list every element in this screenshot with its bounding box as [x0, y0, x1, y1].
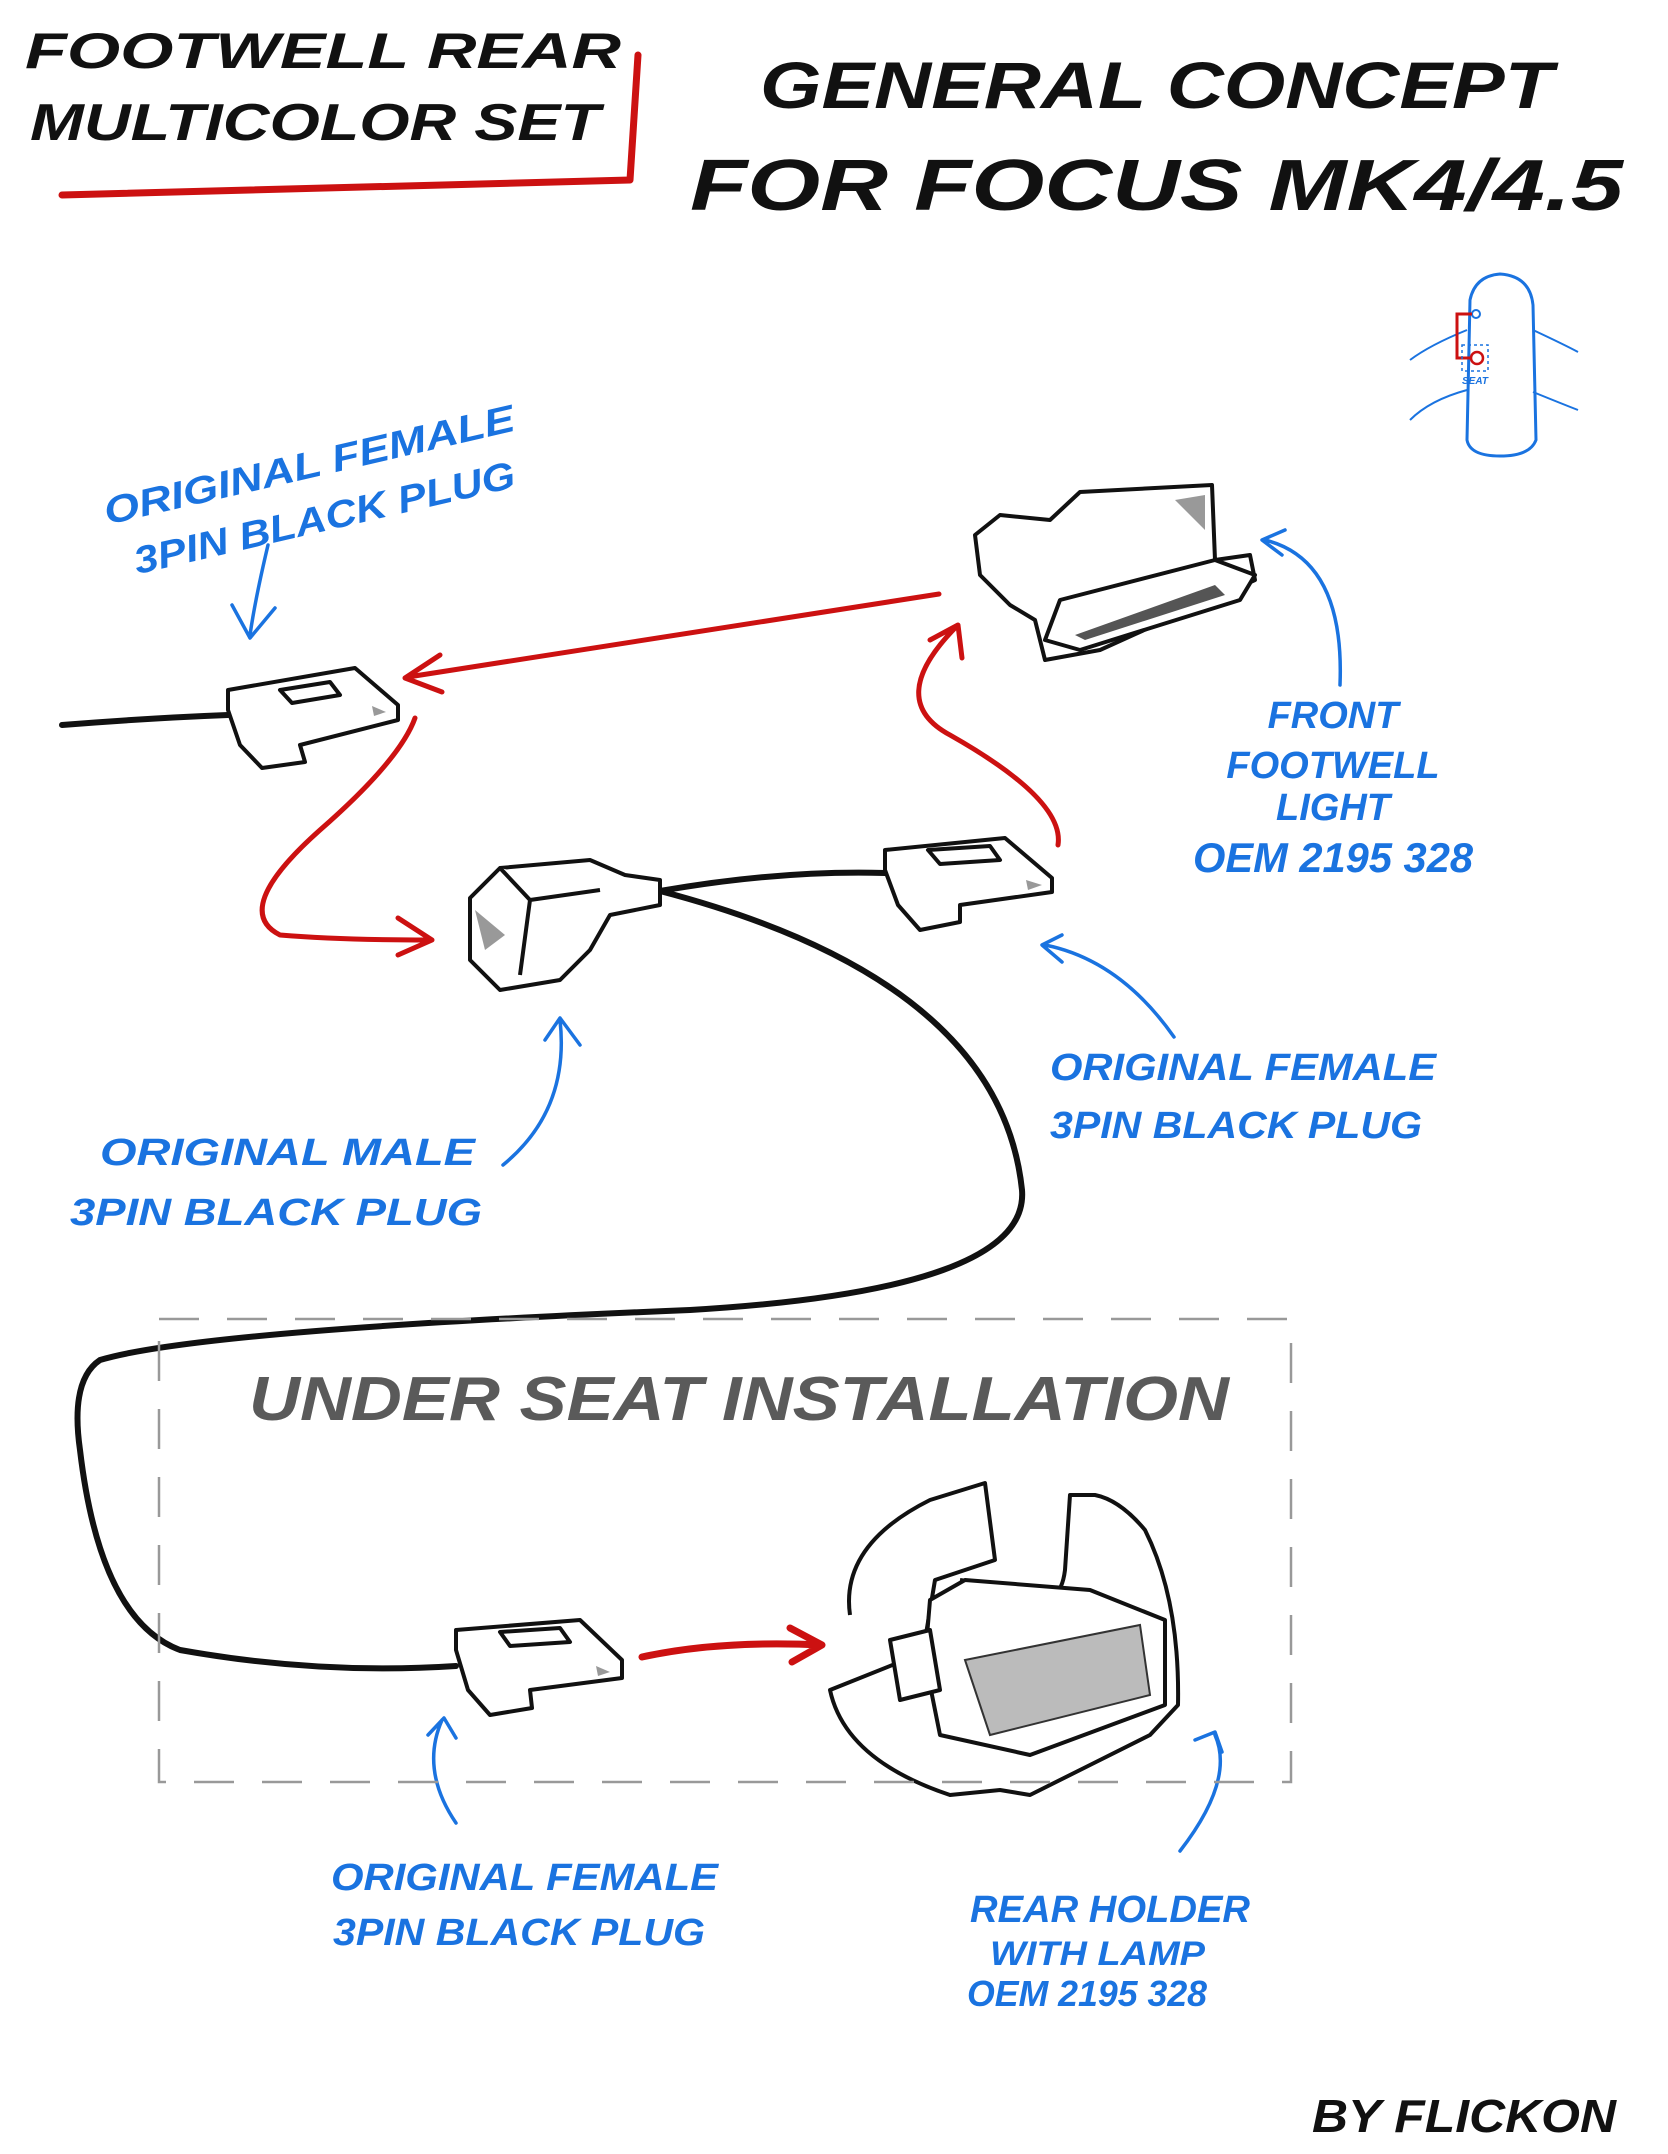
front-footwell-light: [973, 483, 1257, 662]
arrow-mid-female-to-front: [916, 622, 1061, 848]
under-seat-section: [157, 1317, 1293, 1784]
label-mid-female-line2: 3PIN BLACK PLUG: [1050, 1105, 1422, 1147]
label-front-line4: OEM 2195 328: [1193, 834, 1474, 881]
rear-holder-lamp: [828, 1481, 1181, 1797]
bottom-female-plug: [454, 1618, 624, 1717]
label-male: ORIGINAL MALE 3PIN BLACK PLUG: [70, 1132, 482, 1234]
seat-position-icon: SEAT: [1409, 272, 1579, 458]
wire-stub: [59, 712, 231, 728]
male-plug: [468, 858, 662, 992]
label-mid-female: ORIGINAL FEMALE 3PIN BLACK PLUG: [1050, 1047, 1438, 1147]
label-male-line1: ORIGINAL MALE: [100, 1132, 477, 1174]
label-top-female: ORIGINAL FEMALE 3PIN BLACK PLUG: [100, 398, 521, 583]
arrow-bottom-female-to-rear: [638, 1624, 826, 1666]
title-box: FOOTWELL REAR MULTICOLOR SET: [25, 23, 642, 199]
label-rear-line2: WITH LAMP: [990, 1935, 1205, 1973]
red-arrows: [259, 591, 1061, 1666]
title-line-1: FOOTWELL REAR: [25, 23, 621, 79]
label-bottom-female-line1: ORIGINAL FEMALE: [331, 1857, 720, 1899]
mid-female-plug: [883, 836, 1054, 932]
label-mid-female-line1: ORIGINAL FEMALE: [1050, 1047, 1438, 1089]
signature: BY FLICKON: [1312, 2090, 1617, 2142]
arrow-front-to-top-female: [402, 591, 942, 695]
label-bottom-female-line2: 3PIN BLACK PLUG: [333, 1912, 705, 1954]
label-rear-line1: REAR HOLDER: [970, 1889, 1251, 1931]
arrow-top-female-to-male: [259, 715, 435, 958]
wire-to-front: [657, 869, 888, 894]
seat-label: SEAT: [1462, 376, 1489, 387]
label-front-light: FRONT FOOTWELL LIGHT OEM 2195 328: [1193, 695, 1474, 881]
label-front-line1: FRONT: [1268, 695, 1402, 737]
label-front-line3: LIGHT: [1276, 787, 1393, 829]
heading-line-1: GENERAL CONCEPT: [760, 48, 1559, 122]
title-underline: [58, 51, 642, 199]
label-bottom-female: ORIGINAL FEMALE 3PIN BLACK PLUG: [331, 1857, 720, 1954]
label-front-line2: FOOTWELL: [1226, 745, 1439, 787]
blue-pointers: [230, 528, 1343, 1853]
top-female-plug: [226, 666, 400, 770]
wire-to-rear: [74, 888, 1026, 1672]
title-line-2: MULTICOLOR SET: [30, 94, 605, 152]
label-rear-line3: OEM 2195 328: [967, 1973, 1207, 2014]
label-rear-holder: REAR HOLDER WITH LAMP OEM 2195 328: [967, 1889, 1251, 2014]
heading-line-2: FOR FOCUS MK4/4.5: [690, 146, 1624, 226]
section-title: UNDER SEAT INSTALLATION: [249, 1365, 1230, 1434]
label-male-line2: 3PIN BLACK PLUG: [70, 1192, 482, 1234]
